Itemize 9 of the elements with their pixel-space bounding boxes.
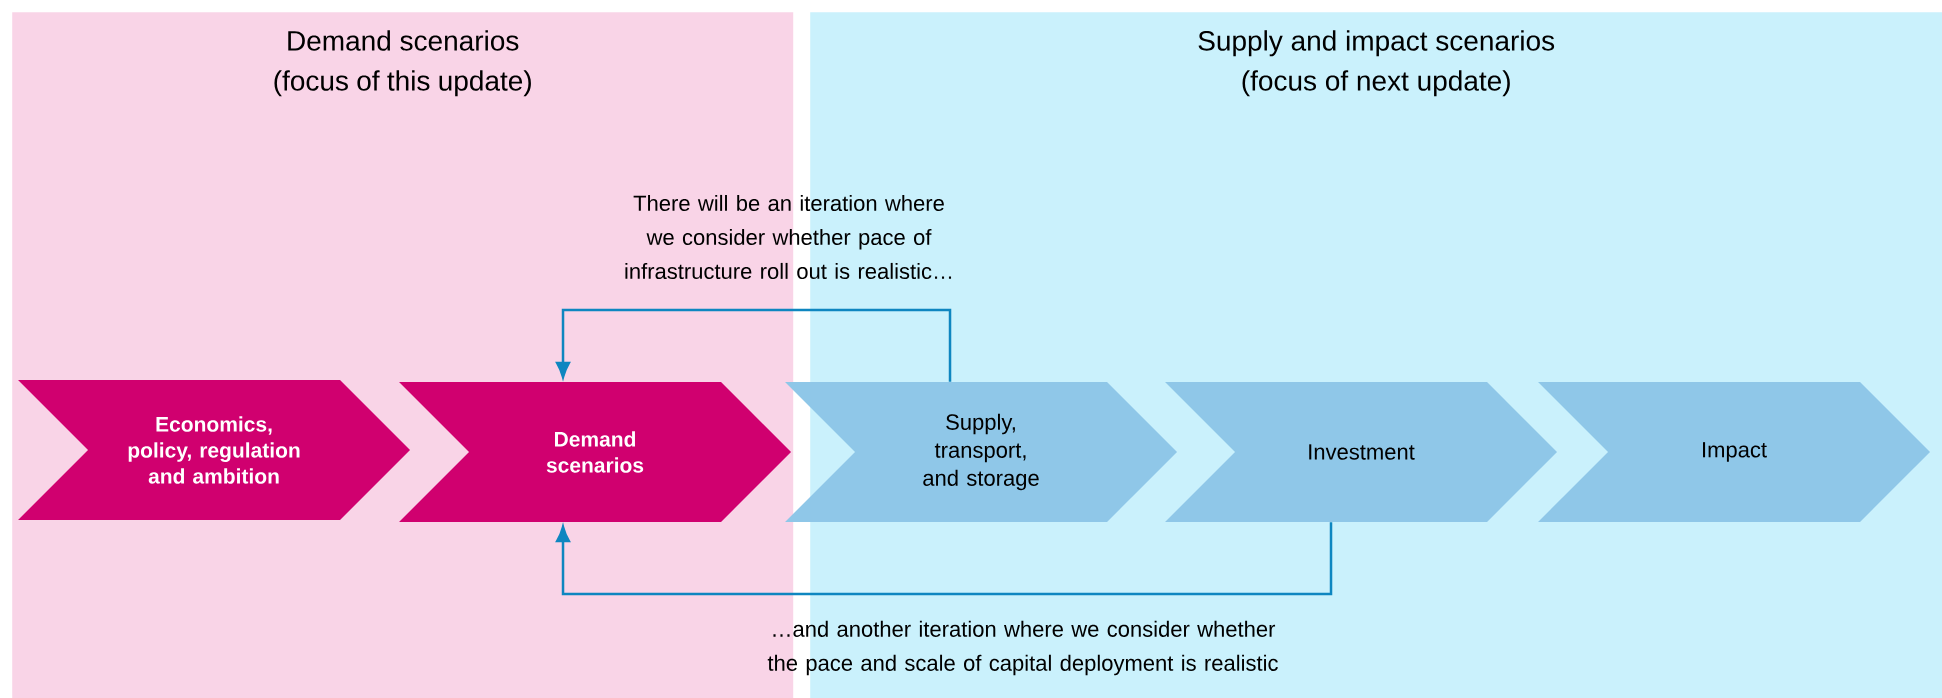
- process-step: Investment: [1165, 382, 1557, 522]
- feedback-arrow: [556, 308, 952, 382]
- process-step: Economics, policy, regulation and ambition: [18, 380, 410, 520]
- process-step: Supply, transport, and storage: [785, 382, 1177, 522]
- feedback-arrow: [556, 522, 1333, 596]
- edge-label: …and another iteration where we consider whether the pace and scale of capital deployment is realistic: [767, 620, 1278, 676]
- edge-label: There will be an iteration where we consider whether pace of infrastructure roll out is realistic…: [625, 194, 952, 280]
- process-step: Demand scenarios: [399, 382, 791, 522]
- process-step: Impact: [1538, 382, 1930, 522]
